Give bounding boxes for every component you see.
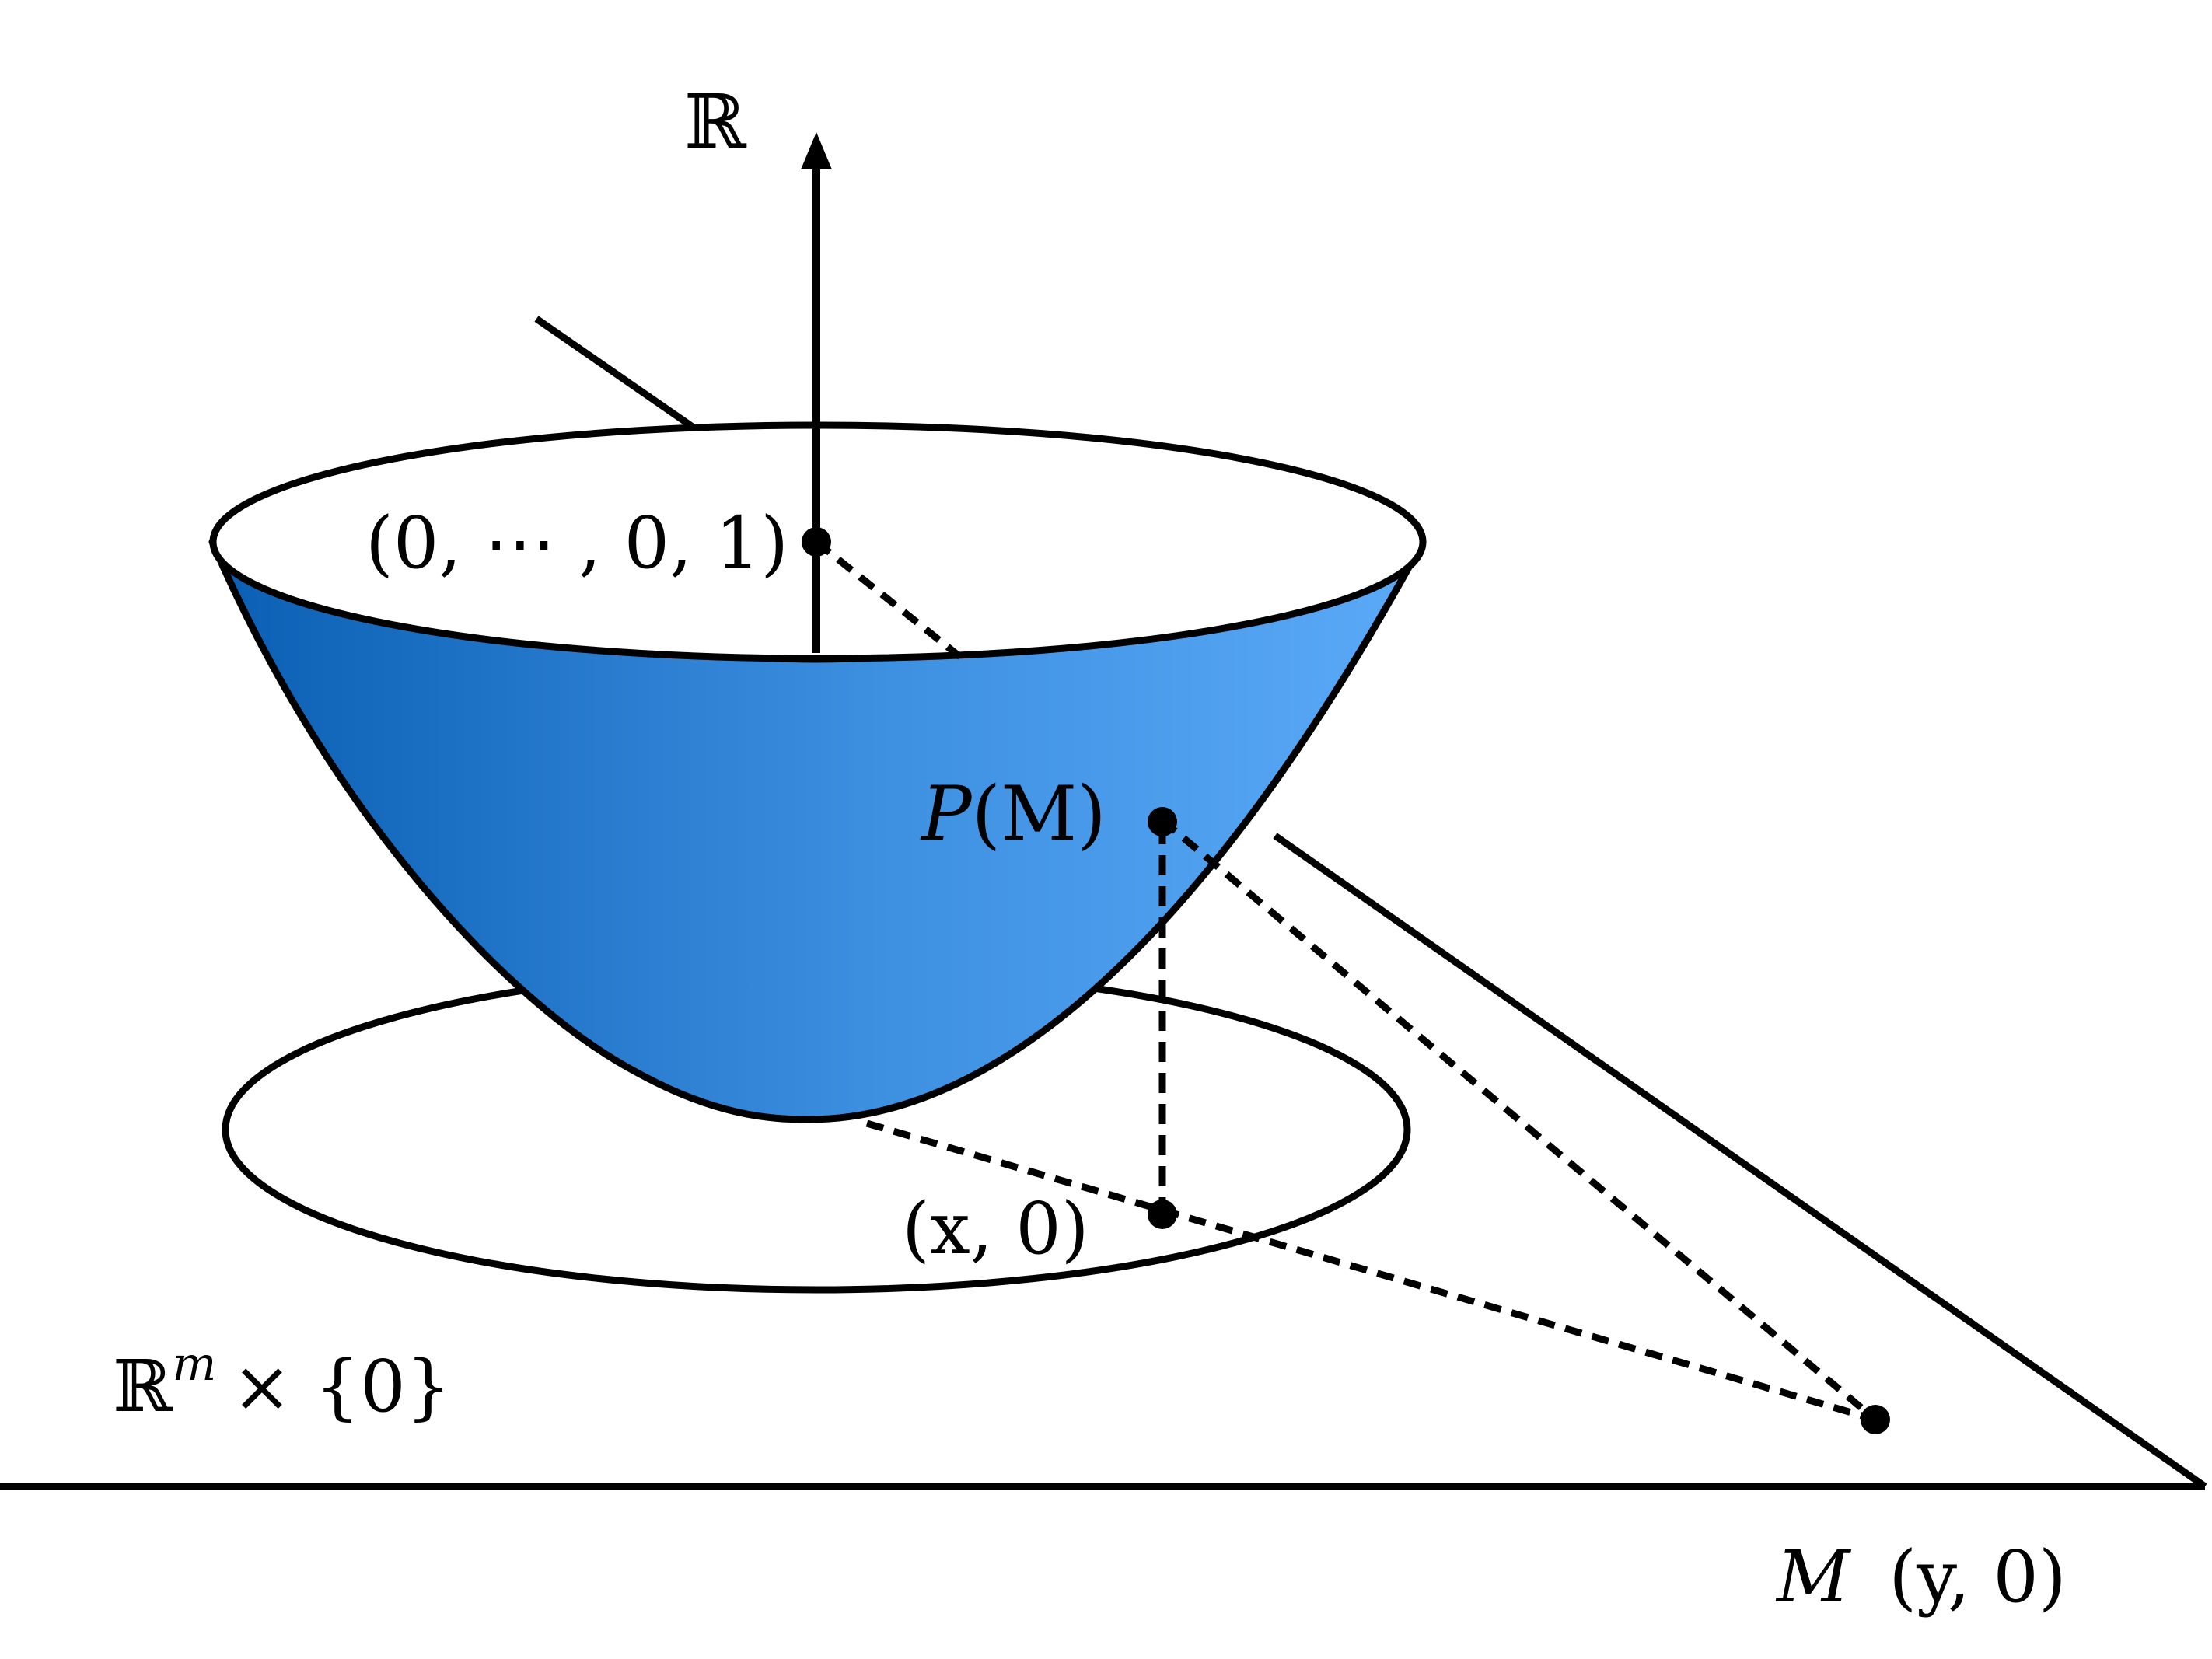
pm-to-m-dashed-line: [1160, 817, 1878, 1423]
vertical-axis-arrowhead: [801, 132, 832, 169]
far-point-dot: [1861, 1405, 1890, 1434]
base-dashed-line: [865, 1119, 1877, 1423]
top-point-dashed-ray: [814, 539, 963, 660]
plane-label-base: ℝ: [113, 1345, 173, 1428]
plane-label-exponent: m: [172, 1337, 216, 1392]
projected-point-label: P(M): [920, 770, 1106, 857]
far-point-label: M (y, 0): [1775, 1535, 2067, 1619]
top-point-label: (0, ⋯ , 0, 1): [365, 501, 788, 585]
vertical-axis-label: ℝ: [684, 79, 747, 166]
projected-point-letter: P: [920, 770, 973, 857]
projected-point-dot: [1148, 807, 1177, 836]
plane-label: ℝm × {0}: [113, 1337, 451, 1428]
plane-back-edge: [534, 316, 698, 432]
projected-point-arg: (M): [972, 770, 1106, 857]
base-point-label: (x, 0): [902, 1187, 1089, 1270]
top-point-dot: [802, 527, 831, 557]
plane-label-rest: × {0}: [232, 1345, 451, 1428]
base-point-dot: [1148, 1200, 1177, 1229]
far-point-letter: M: [1775, 1535, 1852, 1619]
far-point-coord: (y, 0): [1889, 1535, 2067, 1619]
plane-right-edge: [1273, 833, 2207, 1490]
